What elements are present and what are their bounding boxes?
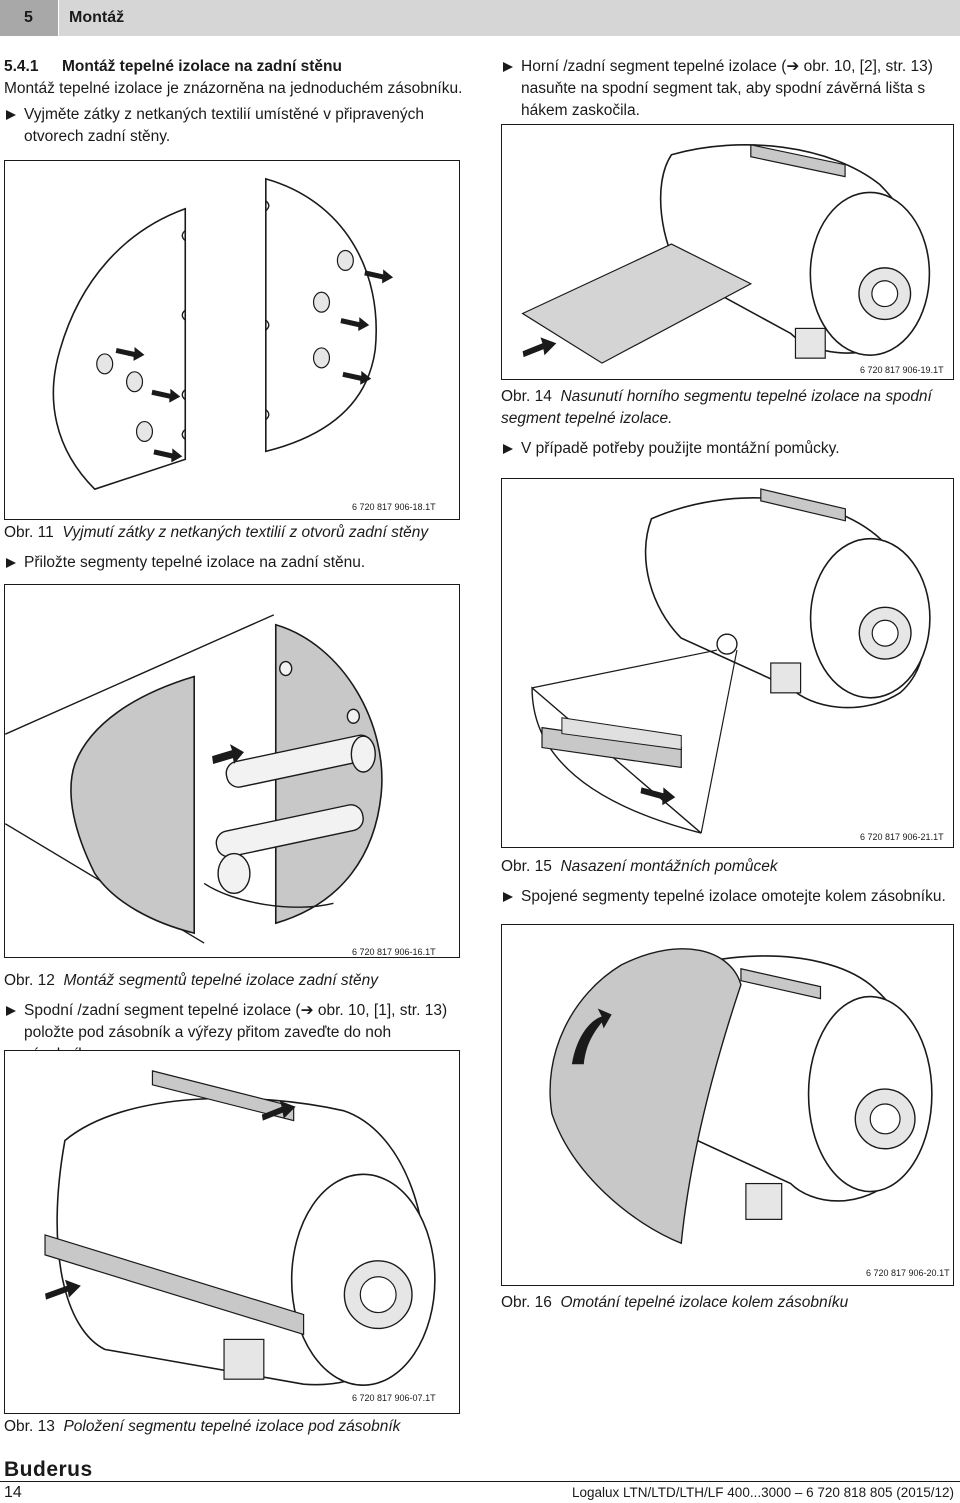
step-upper-segment: Horní /zadní segment tepelné izolace (➔ … bbox=[503, 56, 955, 122]
fig11-code: 6 720 817 906-18.1T bbox=[352, 502, 436, 512]
figure-13 bbox=[4, 1050, 460, 1414]
fig12-text: Montáž segmentů tepelné izolace zadní st… bbox=[63, 972, 378, 989]
figure-14 bbox=[501, 124, 954, 380]
section-title: Montáž tepelné izolace na zadní stěnu bbox=[62, 58, 342, 75]
fig15-mounting-tools-illustration bbox=[531, 488, 931, 834]
section-heading: 5.4.1 Montáž tepelné izolace na zadní stě… bbox=[4, 56, 464, 78]
page-number: 14 bbox=[4, 1484, 22, 1501]
fig12-caption: Obr. 12 Montáž segmentů tepelné izolace … bbox=[4, 970, 464, 992]
figure-12 bbox=[4, 584, 460, 958]
fig13-code: 6 720 817 906-07.1T bbox=[352, 1393, 436, 1403]
fig15-text: Nasazení montážních pomůcek bbox=[560, 858, 778, 875]
section-intro: Montáž tepelné izolace je znázorněna na … bbox=[4, 80, 463, 97]
fig16-caption: Obr. 16 Omotání tepelné izolace kolem zá… bbox=[501, 1292, 957, 1314]
fig15-code: 6 720 817 906-21.1T bbox=[860, 832, 944, 842]
fig16-text: Omotání tepelné izolace kolem zásobníku bbox=[560, 1294, 849, 1311]
fig14-number: Obr. 14 bbox=[501, 388, 552, 405]
fig12-number: Obr. 12 bbox=[4, 972, 55, 989]
fig13-caption: Obr. 13 Položení segmentu tepelné izolac… bbox=[4, 1416, 464, 1438]
fig12-code: 6 720 817 906-16.1T bbox=[352, 947, 436, 957]
fig12-segments-on-rear-wall-illustration bbox=[5, 614, 383, 944]
fig14-code: 6 720 817 906-19.1T bbox=[860, 365, 944, 375]
fig15-number: Obr. 15 bbox=[501, 858, 552, 875]
fig11-caption: Obr. 11 Vyjmutí zátky z netkaných textil… bbox=[4, 522, 464, 544]
step-attach-segments: Přiložte segmenty tepelné izolace na zad… bbox=[6, 552, 466, 574]
figure-16 bbox=[501, 924, 954, 1286]
fig14-caption: Obr. 14 Nasunutí horního segmentu tepeln… bbox=[501, 386, 957, 430]
fig11-number: Obr. 11 bbox=[4, 524, 54, 541]
figure-11 bbox=[4, 160, 460, 520]
fig16-code: 6 720 817 906-20.1T bbox=[866, 1268, 950, 1278]
fig14-upper-segment-slide-illustration bbox=[521, 144, 931, 364]
step-remove-plugs: Vyjměte zátky z netkaných textilií umíst… bbox=[6, 104, 466, 148]
step-use-tools: V případě potřeby použijte montážní pomů… bbox=[503, 438, 955, 460]
fig11-rear-wall-plates-illustration bbox=[52, 177, 394, 491]
chapter-number: 5 bbox=[0, 0, 58, 36]
fig14-text: Nasunutí horního segmentu tepelné izolac… bbox=[501, 388, 932, 427]
fig16-wrap-insulation-illustration bbox=[549, 948, 933, 1245]
step-wrap: Spojené segmenty tepelné izolace omotejt… bbox=[503, 886, 955, 908]
section-number: 5.4.1 bbox=[4, 58, 39, 75]
fig13-text: Položení segmentu tepelné izolace pod zá… bbox=[63, 1418, 401, 1435]
footer-divider bbox=[0, 1481, 960, 1482]
fig11-text: Vyjmutí zátky z netkaných textilií z otv… bbox=[62, 524, 429, 541]
brand-logo: Buderus bbox=[4, 1458, 93, 1481]
fig16-number: Obr. 16 bbox=[501, 1294, 552, 1311]
fig13-number: Obr. 13 bbox=[4, 1418, 55, 1435]
fig13-segment-under-tank-illustration bbox=[44, 1070, 436, 1390]
figure-15 bbox=[501, 478, 954, 848]
document-reference: Logalux LTN/LTD/LTH/LF 400...3000 – 6 72… bbox=[572, 1485, 954, 1500]
fig15-caption: Obr. 15 Nasazení montážních pomůcek bbox=[501, 856, 957, 878]
chapter-title: Montáž bbox=[59, 0, 960, 36]
